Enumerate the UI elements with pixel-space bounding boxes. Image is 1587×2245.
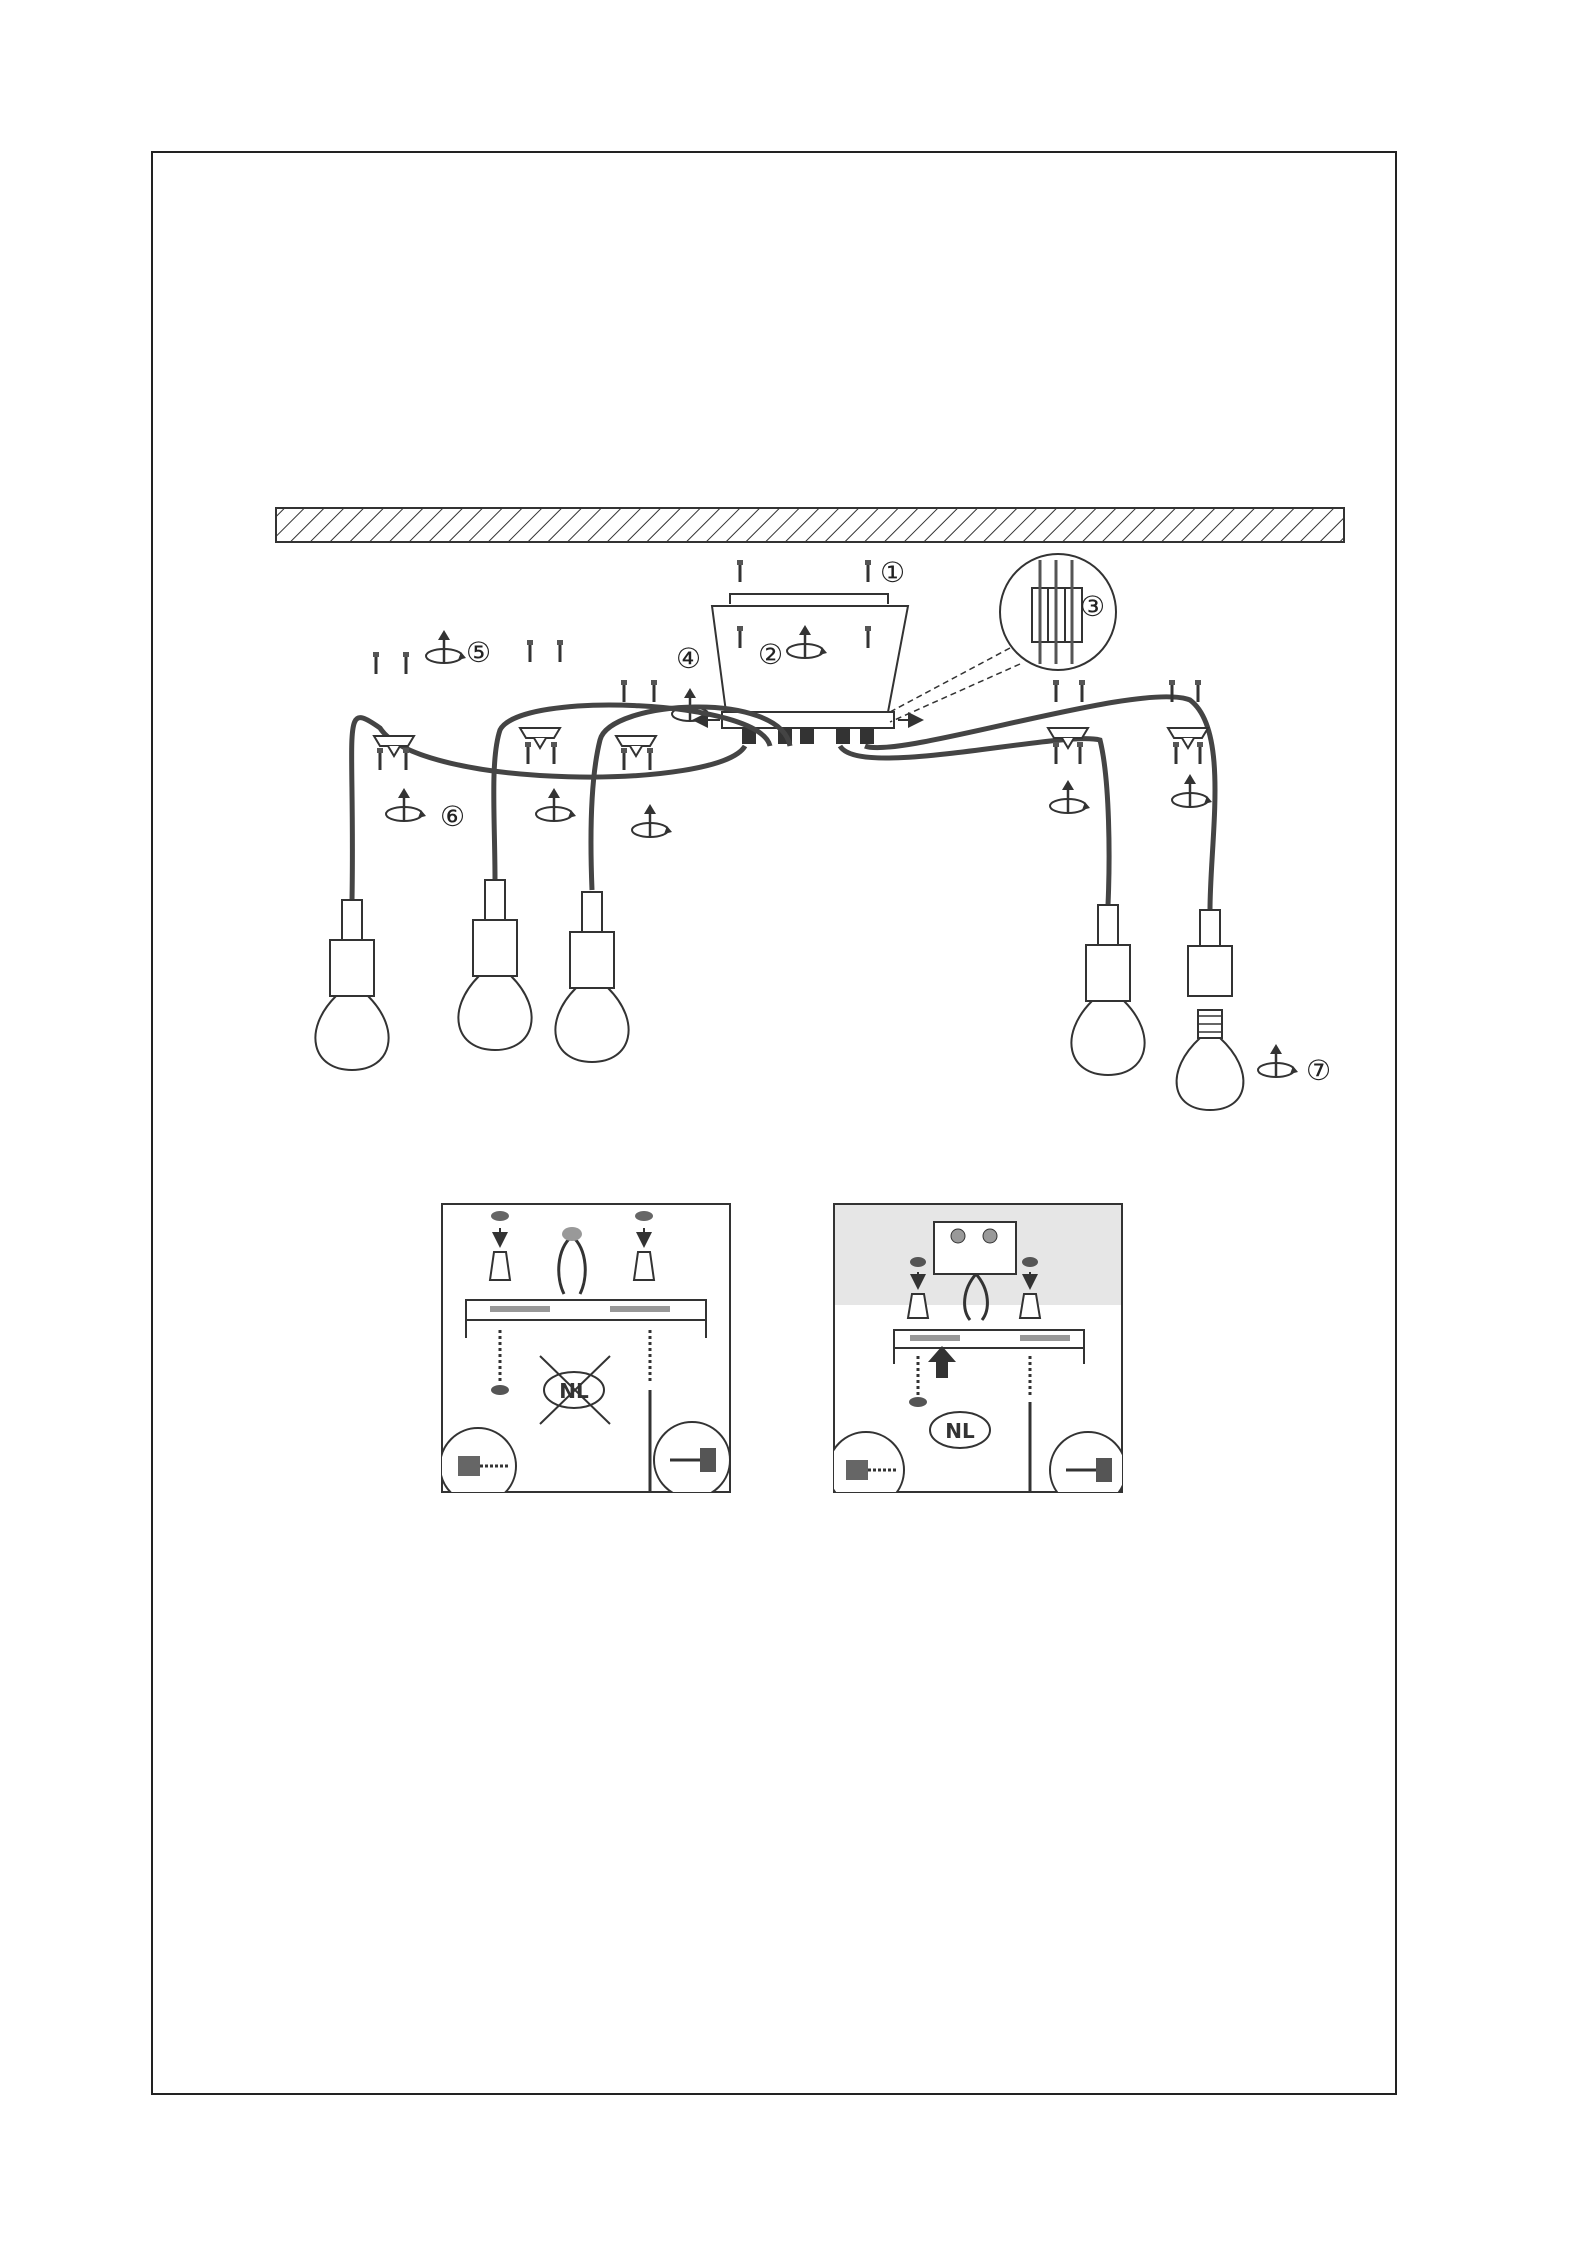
ceiling-screws — [737, 560, 871, 582]
nl-badge-right: NL — [945, 1419, 975, 1443]
step-label-2: ② — [758, 638, 783, 671]
step-label-6: ⑥ — [440, 800, 465, 833]
step-label-5: ⑤ — [466, 636, 491, 669]
holder-rotations — [386, 774, 1212, 837]
mounting-panel-correct: NL — [828, 1204, 1126, 1508]
step-label-1: ① — [880, 556, 905, 589]
step-label-3: ③ — [1080, 590, 1105, 623]
lamp-bulb-detached — [1177, 910, 1298, 1110]
mounting-panel-incorrect: NL — [440, 1204, 730, 1504]
step-label-7: ⑦ — [1306, 1054, 1331, 1087]
step-label-4: ④ — [676, 642, 701, 675]
ceiling — [276, 508, 1344, 542]
lamps — [315, 880, 1144, 1075]
